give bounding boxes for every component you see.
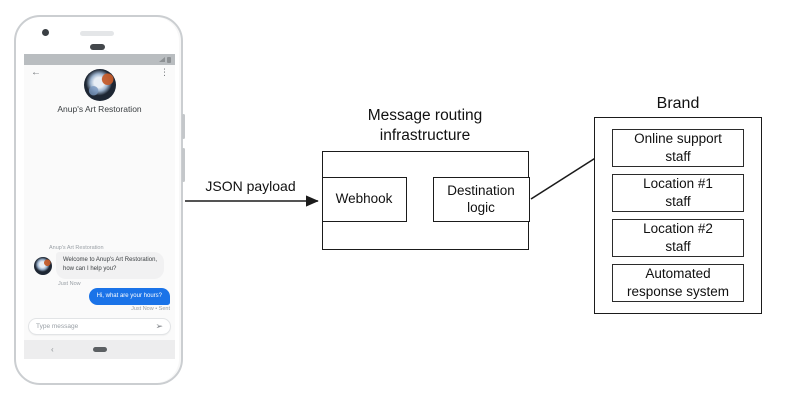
incoming-message-bubble: Welcome to Anup's Art Restoration, how c… bbox=[56, 252, 165, 279]
outgoing-message-bubble: Hi, what are your hours? bbox=[88, 288, 170, 305]
navigation-bar: ‹ bbox=[24, 340, 175, 359]
brand-title: Brand bbox=[656, 95, 700, 112]
phone-screen: ← ⋮ Anup's Art Restoration Anup's Art Re… bbox=[24, 54, 175, 359]
message-input[interactable]: Type message ➢ bbox=[28, 318, 171, 335]
nav-back-icon[interactable]: ‹ bbox=[51, 345, 54, 354]
location-1-staff-box: Location #1 staff bbox=[612, 174, 744, 212]
automated-response-system-box: Automated response system bbox=[612, 264, 744, 302]
json-payload-label: JSON payload bbox=[205, 178, 296, 194]
power-button bbox=[182, 114, 185, 139]
brand-box: Online support staff Location #1 staff L… bbox=[594, 117, 762, 314]
outgoing-timestamp: Just Now • Sent bbox=[131, 306, 170, 312]
webhook-box: Webhook bbox=[321, 177, 407, 222]
routing-infrastructure-box: Webhook Destination logic bbox=[321, 151, 530, 250]
signal-icon bbox=[159, 57, 165, 62]
destination-logic-box: Destination logic bbox=[432, 177, 530, 222]
send-icon[interactable]: ➢ bbox=[155, 321, 163, 331]
online-support-staff-box: Online support staff bbox=[612, 129, 744, 167]
sender-label: Anup's Art Restoration bbox=[49, 245, 104, 251]
message-avatar bbox=[34, 257, 52, 275]
back-icon[interactable]: ← bbox=[31, 67, 41, 78]
phone-mockup: ← ⋮ Anup's Art Restoration Anup's Art Re… bbox=[14, 15, 185, 385]
message-input-placeholder: Type message bbox=[36, 323, 79, 330]
front-camera-icon bbox=[42, 29, 49, 36]
speaker-slot bbox=[80, 31, 114, 36]
home-indicator[interactable] bbox=[92, 347, 107, 352]
status-bar bbox=[24, 54, 175, 65]
conversation-title: Anup's Art Restoration bbox=[57, 104, 142, 114]
avatar bbox=[83, 69, 116, 101]
routing-title: Message routing infrastructure bbox=[367, 107, 483, 144]
battery-icon bbox=[167, 56, 171, 63]
location-2-staff-box: Location #2 staff bbox=[612, 219, 744, 257]
earpiece-bar bbox=[90, 44, 105, 50]
overflow-menu-icon[interactable]: ⋮ bbox=[160, 67, 169, 77]
volume-button bbox=[182, 148, 185, 182]
incoming-timestamp: Just Now bbox=[58, 281, 81, 287]
